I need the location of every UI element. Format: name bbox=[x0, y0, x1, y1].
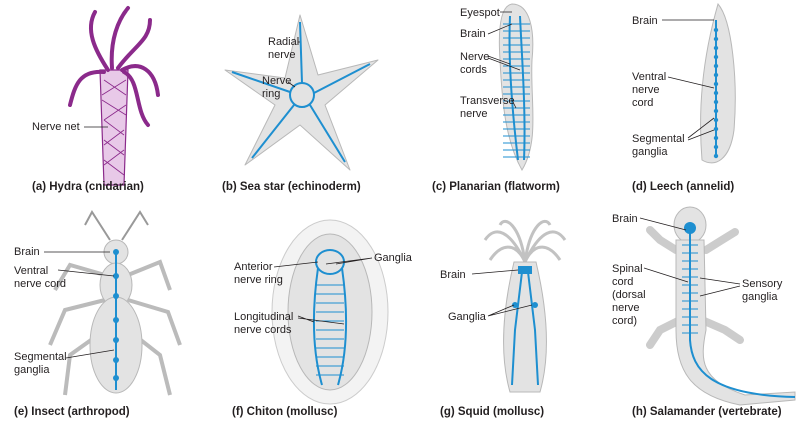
ganglion bbox=[113, 375, 119, 381]
ganglion bbox=[713, 63, 719, 69]
caption-chiton: (f) Chiton (mollusc) bbox=[232, 406, 338, 418]
ganglion bbox=[113, 317, 119, 323]
ganglion bbox=[713, 135, 719, 141]
leader-line bbox=[65, 349, 115, 359]
leader-line bbox=[643, 267, 689, 283]
ganglion bbox=[713, 36, 719, 42]
leader-line bbox=[273, 261, 319, 268]
ganglion bbox=[713, 27, 719, 33]
caption-planarian: (c) Planarian (flatworm) bbox=[432, 181, 560, 193]
ganglion bbox=[113, 357, 119, 363]
leader-lines bbox=[687, 117, 715, 141]
leader-line bbox=[639, 217, 687, 231]
label-brain: Brain bbox=[632, 15, 658, 27]
insect-illustration bbox=[48, 210, 182, 396]
sea-star-illustration bbox=[224, 14, 379, 171]
leader-lines bbox=[487, 304, 533, 317]
ganglion bbox=[713, 153, 719, 159]
chiton-illustration bbox=[271, 219, 389, 405]
ganglion bbox=[713, 72, 719, 78]
ganglion bbox=[713, 81, 719, 87]
ganglion bbox=[113, 337, 119, 343]
ganglion bbox=[713, 54, 719, 60]
caption-sea-star: (b) Sea star (echinoderm) bbox=[222, 181, 361, 193]
panel-squid: Brain Ganglia (g) Squid (mollusc) bbox=[440, 219, 567, 418]
label-eyespot: Eyespot bbox=[460, 7, 500, 19]
leader-line bbox=[57, 269, 115, 277]
ganglion bbox=[713, 144, 719, 150]
ganglion bbox=[713, 117, 719, 123]
ganglion bbox=[713, 108, 719, 114]
label-brain: Brain bbox=[612, 213, 638, 225]
label-ganglia: Ganglia bbox=[374, 252, 413, 264]
caption-insect: (e) Insect (arthropod) bbox=[14, 406, 130, 418]
label-brain: Brain bbox=[14, 246, 40, 258]
label-brain: Brain bbox=[440, 269, 466, 281]
ganglion bbox=[113, 293, 119, 299]
caption-hydra: (a) Hydra (cnidarian) bbox=[32, 181, 144, 193]
hydra-illustration bbox=[68, 6, 160, 186]
ganglion bbox=[713, 45, 719, 51]
leader-lines bbox=[487, 11, 521, 109]
panel-hydra: Nerve net (a) Hydra (cnidarian) bbox=[32, 6, 160, 193]
label-nerve-net: Nerve net bbox=[32, 121, 80, 133]
leader-line bbox=[287, 81, 296, 88]
label-brain: Brain bbox=[460, 28, 486, 40]
ganglion bbox=[113, 249, 119, 255]
leader-lines bbox=[297, 315, 345, 325]
ganglion bbox=[713, 126, 719, 132]
leader-lines bbox=[325, 257, 373, 265]
ganglion bbox=[713, 90, 719, 96]
ganglion bbox=[713, 99, 719, 105]
ganglion bbox=[113, 273, 119, 279]
squid-illustration bbox=[483, 219, 567, 393]
leader-line bbox=[471, 269, 519, 275]
caption-salamander: (h) Salamander (vertebrate) bbox=[632, 406, 782, 418]
caption-squid: (g) Squid (mollusc) bbox=[440, 406, 544, 418]
planarian-illustration bbox=[498, 3, 534, 171]
leader-lines bbox=[699, 277, 741, 297]
salamander-illustration bbox=[646, 206, 796, 406]
caption-leech: (d) Leech (annelid) bbox=[632, 181, 734, 193]
label-ganglia: Ganglia bbox=[448, 311, 487, 323]
leech-illustration bbox=[700, 2, 736, 164]
leader-line bbox=[667, 76, 715, 89]
